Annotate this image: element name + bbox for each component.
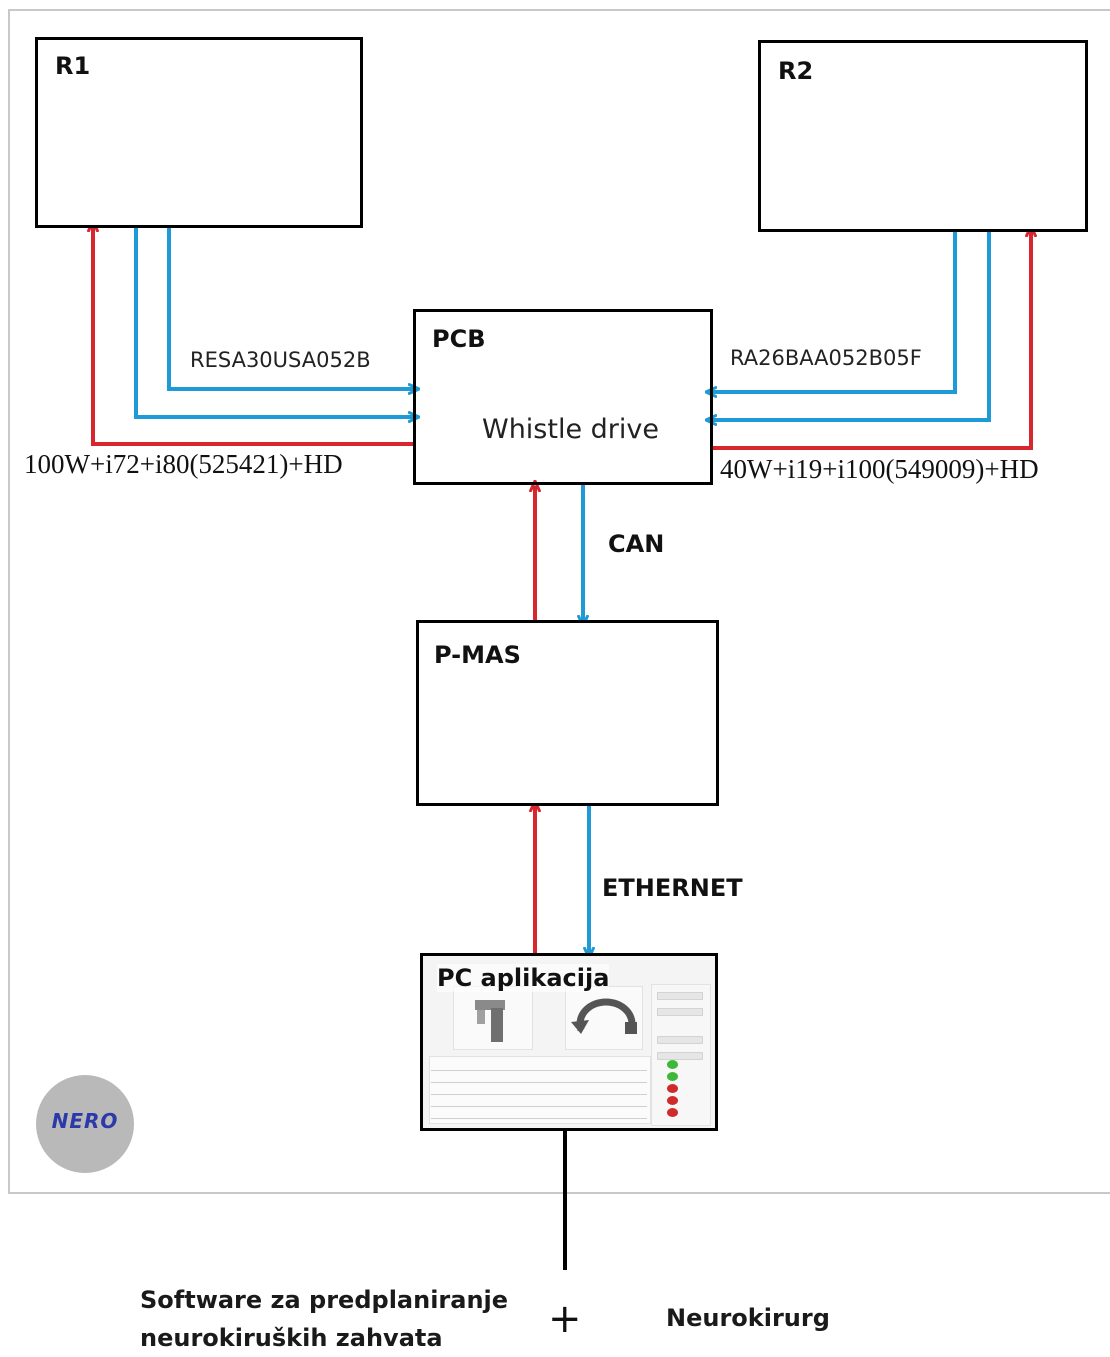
r2-motor-label: 40W+i19+i100(549009)+HD (720, 454, 1039, 484)
r1-cable-arrow-a (167, 226, 414, 389)
control-field (657, 1008, 703, 1016)
r1-motor-label: 100W+i72+i80(525421)+HD (24, 449, 343, 479)
rotation-icon (571, 998, 637, 1034)
pcb-box: PCB Whistle drive (413, 309, 713, 485)
surgeon-label: Neurokirurg (666, 1304, 830, 1332)
r2-cable-arrow-a (711, 231, 957, 392)
status-ok-icon (667, 1072, 678, 1081)
r2-feedback-arrow (711, 231, 1031, 450)
r2-cable-label: RA26BAA052B05F (730, 346, 922, 370)
pc-title: PC aplikacija (437, 964, 610, 992)
nero-logo-text: NERO (51, 1109, 119, 1133)
status-ok-icon (667, 1060, 678, 1069)
r1-feedback-arrow (93, 226, 416, 446)
table-row (431, 1106, 647, 1107)
r2-box: R2 (758, 40, 1088, 232)
table-row (431, 1070, 647, 1071)
r2-cable-arrow-b (711, 231, 991, 420)
r1-box: R1 (35, 37, 363, 228)
status-error-icon (667, 1096, 678, 1105)
software-label: Software za predplaniranje neurokiruških… (140, 1281, 508, 1357)
status-error-icon (667, 1084, 678, 1093)
software-label-line1: Software za predplaniranje (140, 1286, 509, 1314)
diagram-frame (8, 9, 1110, 1194)
pcb-title: PCB (432, 325, 486, 353)
r2-title: R2 (778, 57, 814, 85)
table-row (431, 1082, 647, 1083)
can-label: CAN (608, 530, 665, 558)
arm-icon (475, 1000, 505, 1042)
pmas-title: P-MAS (434, 641, 521, 669)
r1-cable-arrow-b (134, 226, 414, 417)
plus-sign: + (548, 1296, 582, 1342)
software-label-line2: neurokiruških zahvata (140, 1324, 443, 1352)
r1-cable-label: RESA30USA052B (190, 348, 371, 372)
control-field (657, 1052, 703, 1060)
nero-logo: NERO (36, 1075, 134, 1173)
control-field (657, 992, 703, 1000)
status-error-icon (667, 1108, 678, 1117)
ethernet-label: ETHERNET (602, 874, 743, 902)
control-field (657, 1036, 703, 1044)
table-row (431, 1094, 647, 1095)
pcb-subtitle: Whistle drive (482, 414, 659, 445)
table-row (431, 1118, 647, 1119)
joint-table (429, 1056, 651, 1124)
pc-application-box: PC aplikacija (420, 953, 718, 1131)
pmas-box: P-MAS (416, 620, 719, 806)
r1-title: R1 (55, 52, 91, 80)
